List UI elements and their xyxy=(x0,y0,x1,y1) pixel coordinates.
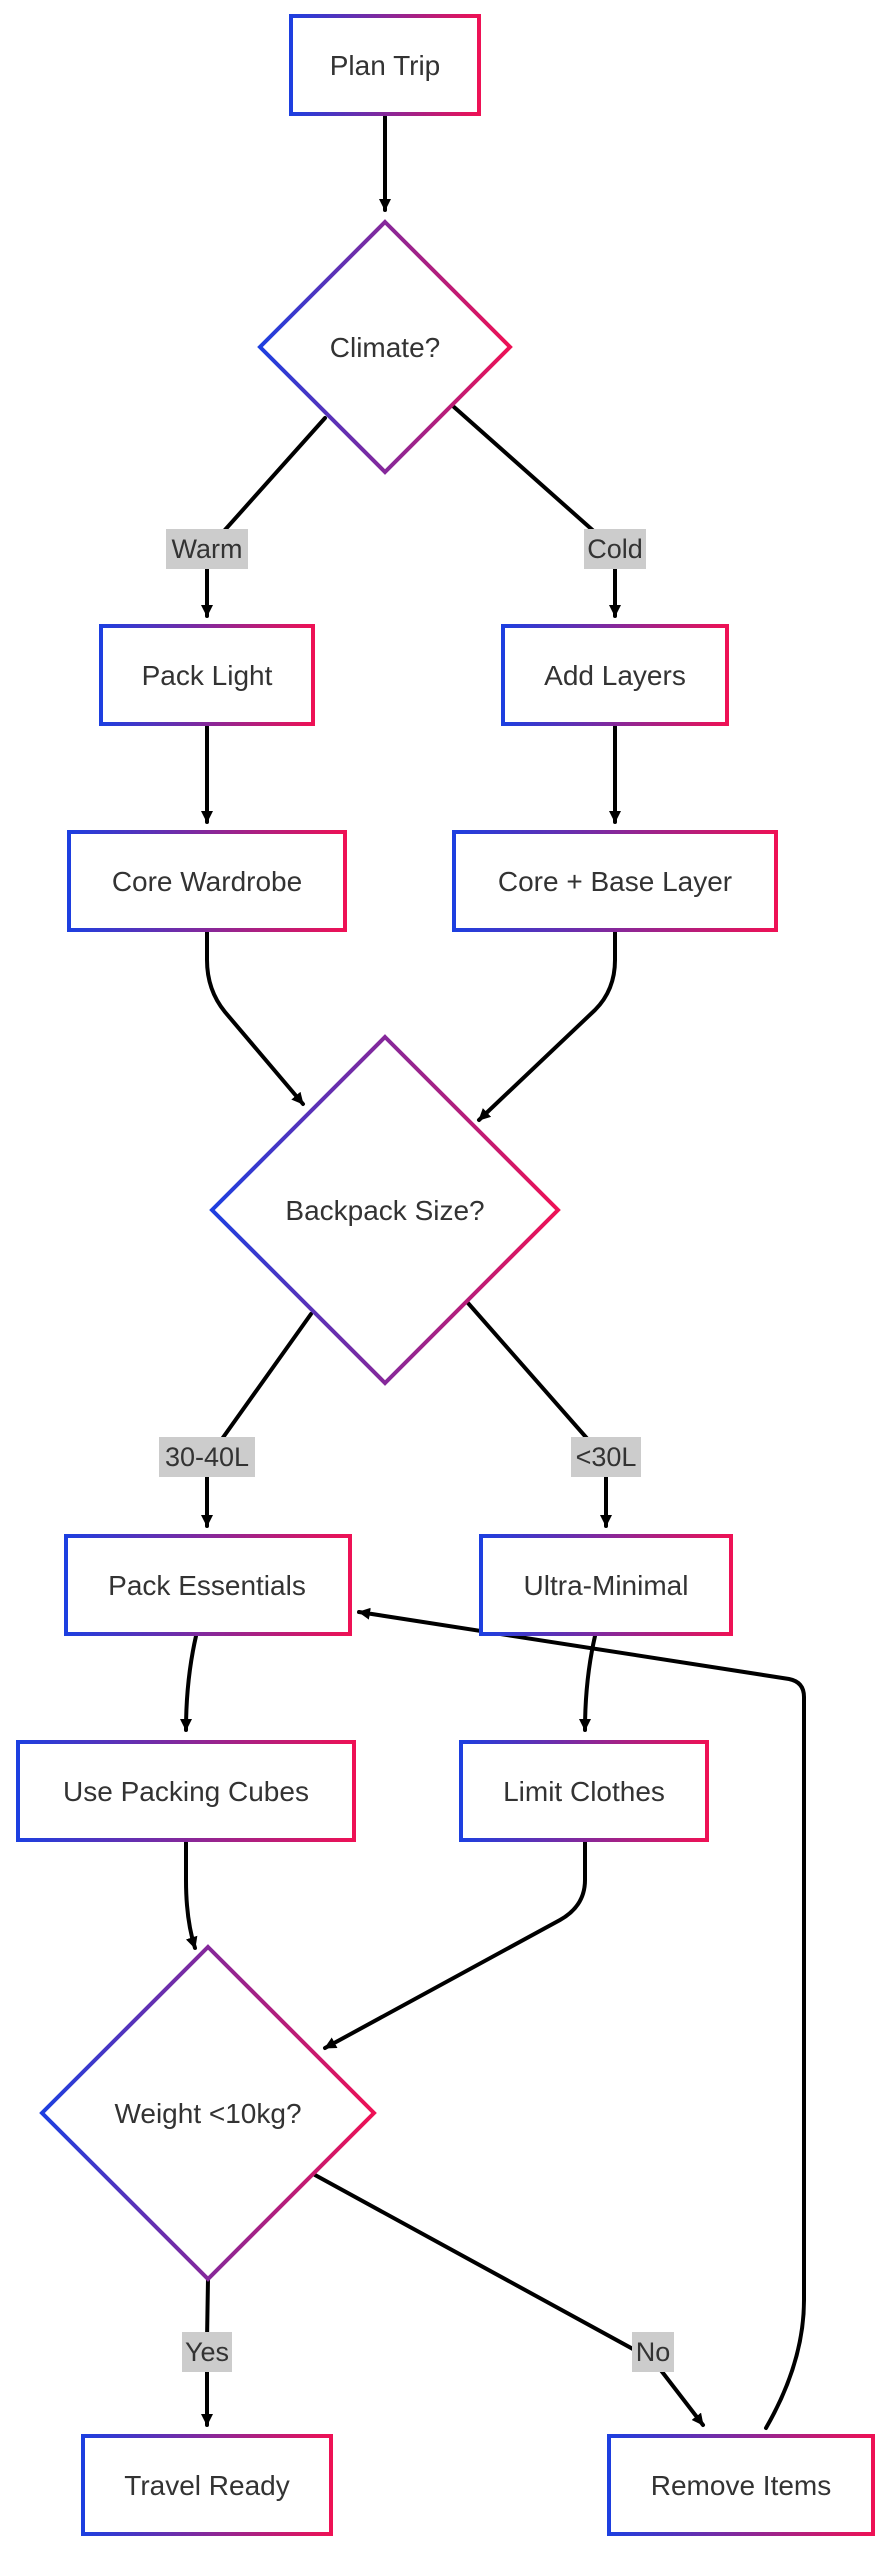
node-climate-decision: Climate? xyxy=(257,219,513,475)
node-core-wardrobe-label: Core Wardrobe xyxy=(112,866,302,897)
edge-label-no-text: No xyxy=(636,2337,671,2367)
edge-cubes-to-weight xyxy=(184,1838,198,1950)
node-use-packing-cubes-label: Use Packing Cubes xyxy=(63,1776,309,1807)
node-pack-light: Pack Light xyxy=(99,624,315,726)
edge-weight-to-remove-items xyxy=(313,2173,705,2427)
edge-backpack-to-ultra-minimal xyxy=(466,1301,612,1528)
node-weight-decision: Weight <10kg? xyxy=(39,1944,377,2282)
edge-label-warm-text: Warm xyxy=(172,534,243,564)
edge-backpack-to-pack-essentials xyxy=(201,1312,313,1528)
node-backpack-size-decision: Backpack Size? xyxy=(209,1034,561,1386)
edge-climate-to-pack-light xyxy=(201,416,327,618)
node-plan-trip-label: Plan Trip xyxy=(330,50,441,81)
edge-ultra-minimal-to-limit xyxy=(579,1634,597,1732)
edge-label-30-40l-text: 30-40L xyxy=(165,1442,249,1472)
edge-labels: Warm Cold 30-40L <30L Yes No xyxy=(159,529,674,2372)
node-add-layers-label: Add Layers xyxy=(544,660,686,691)
edge-core-base-to-backpack xyxy=(477,930,617,1122)
node-climate-label: Climate? xyxy=(330,332,440,363)
nodes: Plan Trip Climate? Pack Light Add Layers… xyxy=(16,14,875,2536)
edge-limit-to-weight xyxy=(323,1838,587,2050)
node-pack-essentials: Pack Essentials xyxy=(64,1534,352,1636)
node-pack-essentials-label: Pack Essentials xyxy=(108,1570,306,1601)
edge-label-under-30l: <30L xyxy=(571,1437,641,1477)
edge-label-cold: Cold xyxy=(584,529,646,569)
node-limit-clothes-label: Limit Clothes xyxy=(503,1776,665,1807)
node-plan-trip: Plan Trip xyxy=(289,14,481,116)
edge-label-under-30l-text: <30L xyxy=(576,1442,637,1472)
edge-label-yes: Yes xyxy=(182,2332,232,2372)
node-travel-ready-label: Travel Ready xyxy=(124,2470,289,2501)
node-limit-clothes: Limit Clothes xyxy=(459,1740,709,1842)
node-ultra-minimal: Ultra-Minimal xyxy=(479,1534,733,1636)
edge-pack-essentials-to-cubes xyxy=(180,1634,198,1732)
edge-label-30-40l: 30-40L xyxy=(159,1437,255,1477)
node-core-base-layer: Core + Base Layer xyxy=(452,830,778,932)
node-remove-items: Remove Items xyxy=(607,2434,875,2536)
node-backpack-size-label: Backpack Size? xyxy=(285,1195,484,1226)
edge-label-warm: Warm xyxy=(166,529,248,569)
edge-label-no: No xyxy=(632,2332,674,2372)
node-add-layers: Add Layers xyxy=(501,624,729,726)
node-remove-items-label: Remove Items xyxy=(651,2470,832,2501)
edge-label-cold-text: Cold xyxy=(587,534,643,564)
edge-climate-to-add-layers xyxy=(452,405,621,618)
node-ultra-minimal-label: Ultra-Minimal xyxy=(524,1570,689,1601)
edge-label-yes-text: Yes xyxy=(185,2337,229,2367)
edge-core-wardrobe-to-backpack xyxy=(205,930,305,1106)
node-core-wardrobe: Core Wardrobe xyxy=(67,830,347,932)
node-core-base-layer-label: Core + Base Layer xyxy=(498,866,732,897)
node-travel-ready: Travel Ready xyxy=(81,2434,333,2536)
node-use-packing-cubes: Use Packing Cubes xyxy=(16,1740,356,1842)
node-weight-label: Weight <10kg? xyxy=(114,2098,301,2129)
node-pack-light-label: Pack Light xyxy=(142,660,273,691)
edge-remove-items-to-pack-essentials xyxy=(357,1607,806,2430)
